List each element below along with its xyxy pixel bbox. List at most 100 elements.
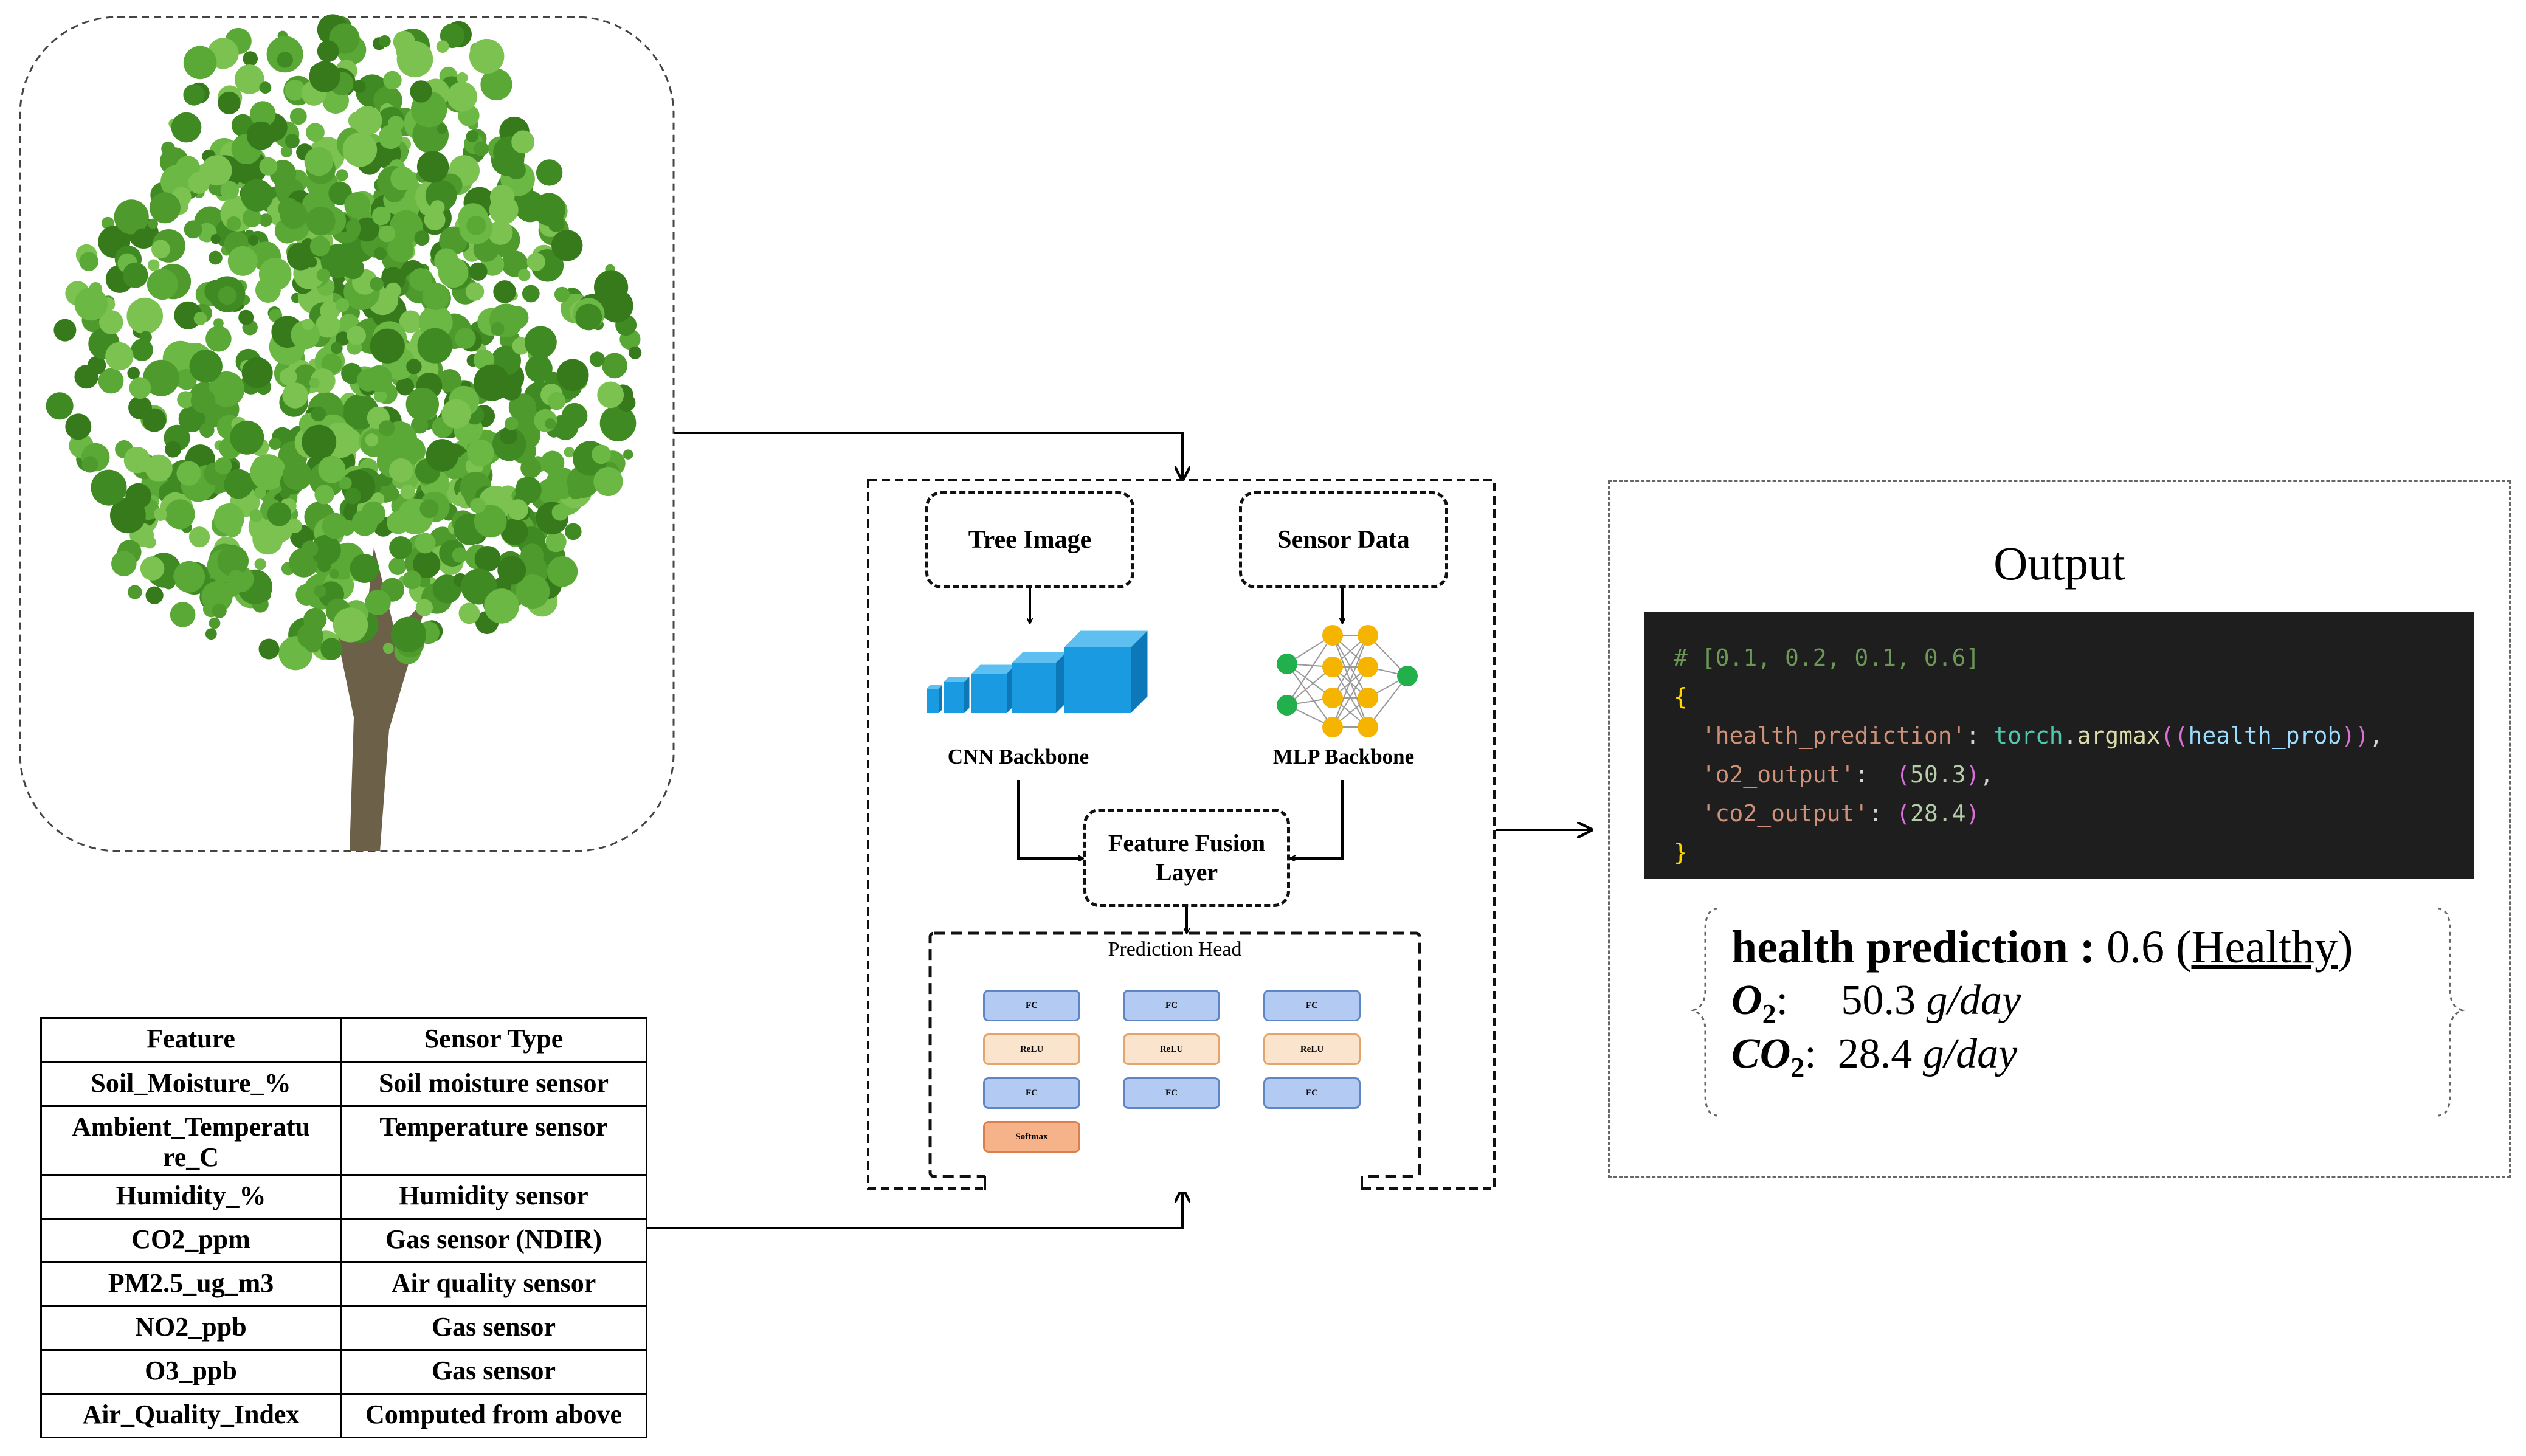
foliage-leaf [201, 155, 232, 186]
foliage-leaf [213, 318, 224, 328]
cnn-layer-top [927, 685, 942, 689]
foliage-leaf [258, 638, 280, 660]
foliage-leaf [151, 240, 170, 259]
co2-value: 28.4 [1837, 1030, 1913, 1077]
head1-relu: ReLU [983, 1033, 1080, 1065]
foliage-leaf [306, 206, 336, 236]
foliage-leaf [259, 157, 278, 176]
foliage-leaf [114, 199, 149, 235]
foliage-leaf [171, 112, 202, 143]
foliage-leaf [335, 298, 350, 312]
foliage-leaf [474, 141, 489, 156]
o2-subscript: 2 [1762, 998, 1776, 1029]
foliage-leaf [629, 346, 642, 359]
arrow-tree-to-model [674, 432, 1182, 480]
foliage-leaf [209, 617, 221, 629]
foliage-leaf [105, 342, 134, 371]
foliage-leaf [258, 258, 292, 291]
code-key-o2: 'o2_output' [1701, 761, 1855, 788]
cnn-layer-top [1012, 652, 1067, 663]
foliage-leaf [545, 531, 567, 553]
tree-foliage [46, 14, 642, 671]
foliage-leaf [415, 599, 433, 616]
mlp-neuron [1322, 717, 1343, 737]
foliage-leaf [315, 313, 340, 338]
output-panel [1608, 480, 2511, 1178]
foliage-leaf [447, 81, 477, 112]
cnn-layer-block [1064, 647, 1131, 713]
result-left-brace [1690, 908, 1718, 1117]
foliage-leaf [184, 220, 202, 239]
code-open-brace: { [1674, 683, 1688, 710]
code-block: # [0.1, 0.2, 0.1, 0.6] { 'health_predict… [1644, 612, 2474, 879]
mlp-neuron [1358, 717, 1378, 737]
cnn-layer-top [971, 664, 1016, 674]
foliage-leaf [520, 457, 542, 478]
foliage-leaf [396, 41, 433, 78]
foliage-leaf [594, 270, 629, 305]
foliage-leaf [517, 269, 531, 281]
foliage-leaf [279, 368, 297, 386]
arrow-cnn-to-fusion [1017, 780, 1083, 858]
foliage-leaf [491, 322, 505, 336]
foliage-leaf [602, 353, 627, 379]
foliage-leaf [437, 123, 447, 134]
head2-relu: ReLU [1123, 1033, 1220, 1065]
foliage-leaf [548, 215, 565, 232]
cnn-layer-top [1064, 630, 1148, 647]
foliage-leaf [466, 215, 486, 235]
mlp-connection [1332, 666, 1368, 728]
foliage-leaf [329, 568, 339, 579]
foliage-leaf [209, 371, 245, 407]
code-arg: health_prob [2188, 722, 2342, 749]
table-cell-sensor: Soil moisture sensor [340, 1061, 647, 1107]
foliage-leaf [309, 61, 340, 92]
foliage-leaf [501, 518, 528, 545]
foliage-leaf [484, 588, 519, 624]
foliage-leaf [147, 269, 178, 300]
foliage-leaf [128, 585, 142, 599]
code-key-health: 'health_prediction' [1701, 722, 1966, 749]
foliage-leaf [419, 499, 439, 519]
foliage-leaf [525, 326, 557, 359]
foliage-leaf [224, 469, 254, 499]
foliage-leaf [199, 423, 215, 438]
foliage-leaf [314, 585, 326, 598]
foliage-leaf [436, 40, 449, 53]
foliage-leaf [288, 519, 302, 534]
cnn-layer-top [944, 677, 970, 682]
mlp-neuron [1322, 657, 1343, 677]
foliage-leaf [201, 581, 233, 613]
foliage-leaf [145, 586, 164, 604]
foliage-leaf [74, 365, 98, 389]
foliage-leaf [250, 101, 276, 127]
foliage-leaf [230, 420, 264, 455]
foliage-leaf [342, 132, 378, 167]
foliage-leaf [561, 402, 588, 429]
table-row: Humidity_%Humidity sensor [40, 1174, 647, 1220]
foliage-leaf [321, 353, 342, 374]
foliage-leaf [474, 505, 507, 538]
foliage-leaf [193, 312, 207, 325]
foliage-leaf [178, 405, 205, 433]
foliage-leaf [365, 589, 391, 616]
foliage-leaf [91, 469, 127, 506]
foliage-leaf [361, 501, 385, 526]
foliage-leaf [379, 35, 391, 47]
table-cell-feature: O3_ppb [40, 1349, 342, 1395]
foliage-leaf [190, 388, 216, 413]
output-title: Output [1993, 537, 2125, 590]
foliage-leaf [415, 533, 436, 554]
foliage-leaf [547, 392, 566, 410]
mlp-connection [1332, 635, 1368, 699]
o2-unit: g/day [1926, 977, 2021, 1024]
foliage-leaf [183, 46, 217, 80]
foliage-leaf [188, 171, 210, 194]
foliage-leaf [304, 147, 334, 176]
foliage-leaf [520, 543, 544, 567]
foliage-leaf [430, 200, 445, 215]
foliage-leaf [536, 159, 563, 186]
